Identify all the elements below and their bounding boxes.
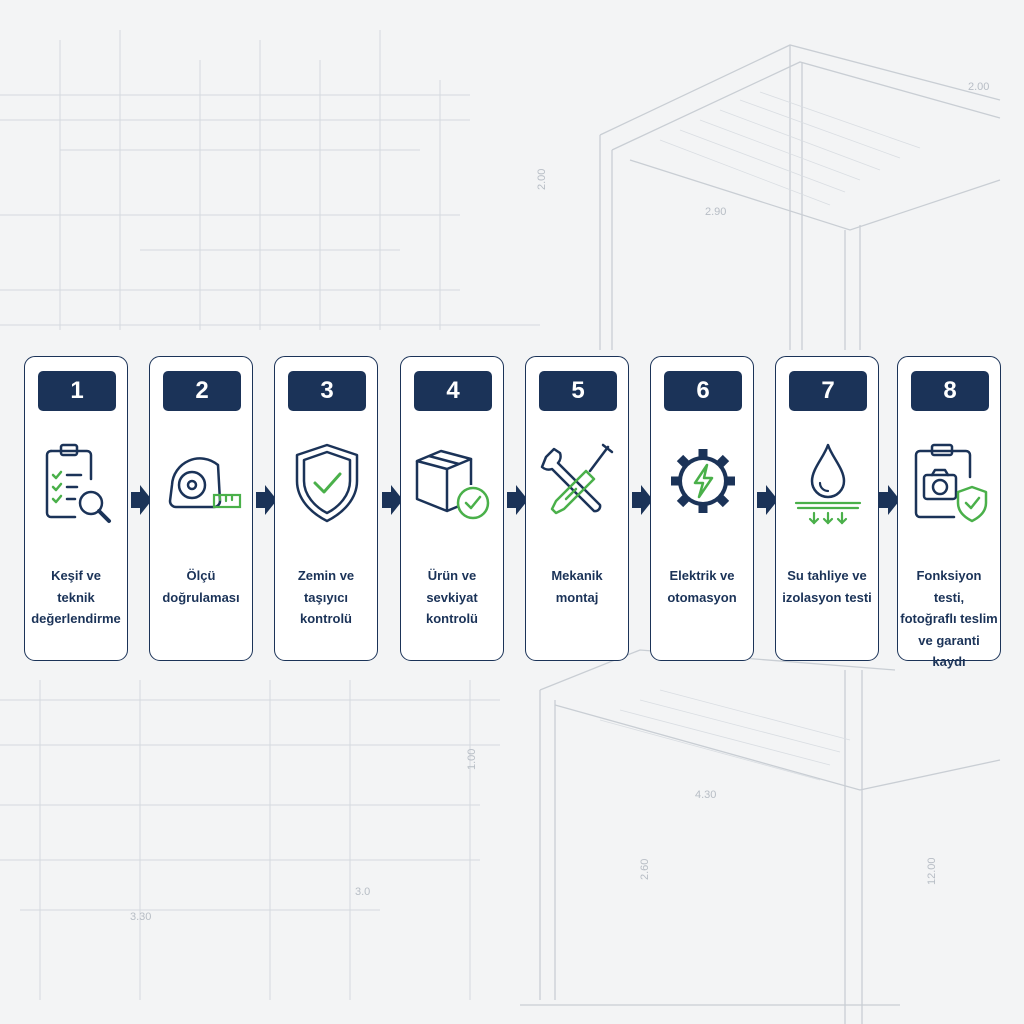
water-drop-icon: [794, 443, 862, 525]
dimension-label: 1.00: [466, 749, 478, 770]
label-line: Zemin ve: [297, 568, 355, 583]
step-label: Zemin ve taşıyıcı kontrolü: [277, 565, 375, 630]
arrow-right-icon: [256, 485, 277, 515]
label-line: montaj: [555, 589, 599, 605]
step-number: 5: [539, 371, 617, 411]
dimension-label: 2.60: [639, 859, 651, 880]
camera-shield-icon: [914, 443, 988, 523]
label-line: değerlendirme: [31, 611, 121, 626]
dimension-label: 3.0: [355, 886, 370, 898]
step-card-8: 8 Fonksiyon testi, fotoğraflı teslim ve …: [897, 356, 1001, 669]
label-line: taşıyıcı: [303, 589, 349, 605]
dimension-label: 2.00: [536, 169, 548, 190]
label-line: Elektrik ve: [669, 568, 735, 583]
gear-lightning-icon: [671, 449, 735, 513]
label-line: ve garanti kaydı: [918, 632, 980, 670]
dimension-label: 3.30: [130, 911, 151, 923]
step-card-3: 3 Zemin ve taşıyıcı kontrolü: [274, 356, 378, 661]
arrow-right-icon: [131, 485, 152, 515]
arrow-right-icon: [879, 485, 900, 515]
label-line: Ürün ve: [427, 568, 477, 583]
step-label: Keşif ve teknik değerlendirme: [27, 565, 125, 630]
step-card-2: 2 Ölçü doğrulaması: [149, 356, 253, 661]
step-number: 2: [163, 371, 241, 411]
step-number: 6: [664, 371, 742, 411]
dimension-label: 12.00: [926, 857, 938, 885]
step-number: 7: [789, 371, 867, 411]
label-line: kontrolü: [426, 611, 478, 626]
step-card-7: 7 Su tahliye ve izolasyon testi: [775, 356, 879, 661]
label-line: teknik: [57, 589, 95, 605]
clipboard-search-icon: [45, 443, 111, 523]
step-number: 3: [288, 371, 366, 411]
step-number: 4: [414, 371, 492, 411]
step-label: Su tahliye ve izolasyon testi: [778, 565, 876, 608]
label-line: doğrulaması: [162, 589, 240, 605]
arrow-right-icon: [382, 485, 403, 515]
label-line: Fonksiyon testi,: [916, 568, 982, 605]
step-label: Fonksiyon testi, fotoğraflı teslim ve ga…: [900, 565, 998, 673]
shield-check-icon: [295, 443, 359, 523]
wrench-screwdriver-icon: [540, 443, 614, 515]
step-card-4: 4 Ürün ve sevkiyat kontrolü: [400, 356, 504, 661]
label-line: Su tahliye ve: [787, 568, 867, 583]
label-line: fotoğraflı teslim: [900, 611, 998, 626]
label-line: izolasyon testi: [782, 589, 872, 605]
step-number: 8: [911, 371, 989, 411]
label-line: Keşif ve: [51, 568, 101, 583]
label-line: otomasyon: [667, 589, 737, 605]
step-card-5: 5 Mekanik montaj: [525, 356, 629, 661]
dimension-label: 2.90: [705, 206, 726, 218]
arrow-right-icon: [632, 485, 653, 515]
box-check-icon: [415, 449, 490, 520]
step-label: Ölçü doğrulaması: [152, 565, 250, 608]
label-line: sevkiyat: [426, 589, 478, 605]
tape-measure-icon: [168, 457, 242, 509]
label-line: kontrolü: [300, 611, 352, 626]
step-card-6: 6 Elektrik ve otomasyon: [650, 356, 754, 661]
step-label: Ürün ve sevkiyat kontrolü: [403, 565, 501, 630]
step-label: Elektrik ve otomasyon: [653, 565, 751, 608]
label-line: Mekanik: [551, 568, 603, 583]
step-card-1: 1 Keşif ve teknik değerlendirme: [24, 356, 128, 661]
arrow-right-icon: [507, 485, 528, 515]
step-number: 1: [38, 371, 116, 411]
dimension-label: 2.00: [968, 81, 989, 93]
label-line: Ölçü: [186, 568, 216, 583]
arrow-right-icon: [757, 485, 778, 515]
dimension-label: 4.30: [695, 789, 716, 801]
step-label: Mekanik montaj: [528, 565, 626, 608]
